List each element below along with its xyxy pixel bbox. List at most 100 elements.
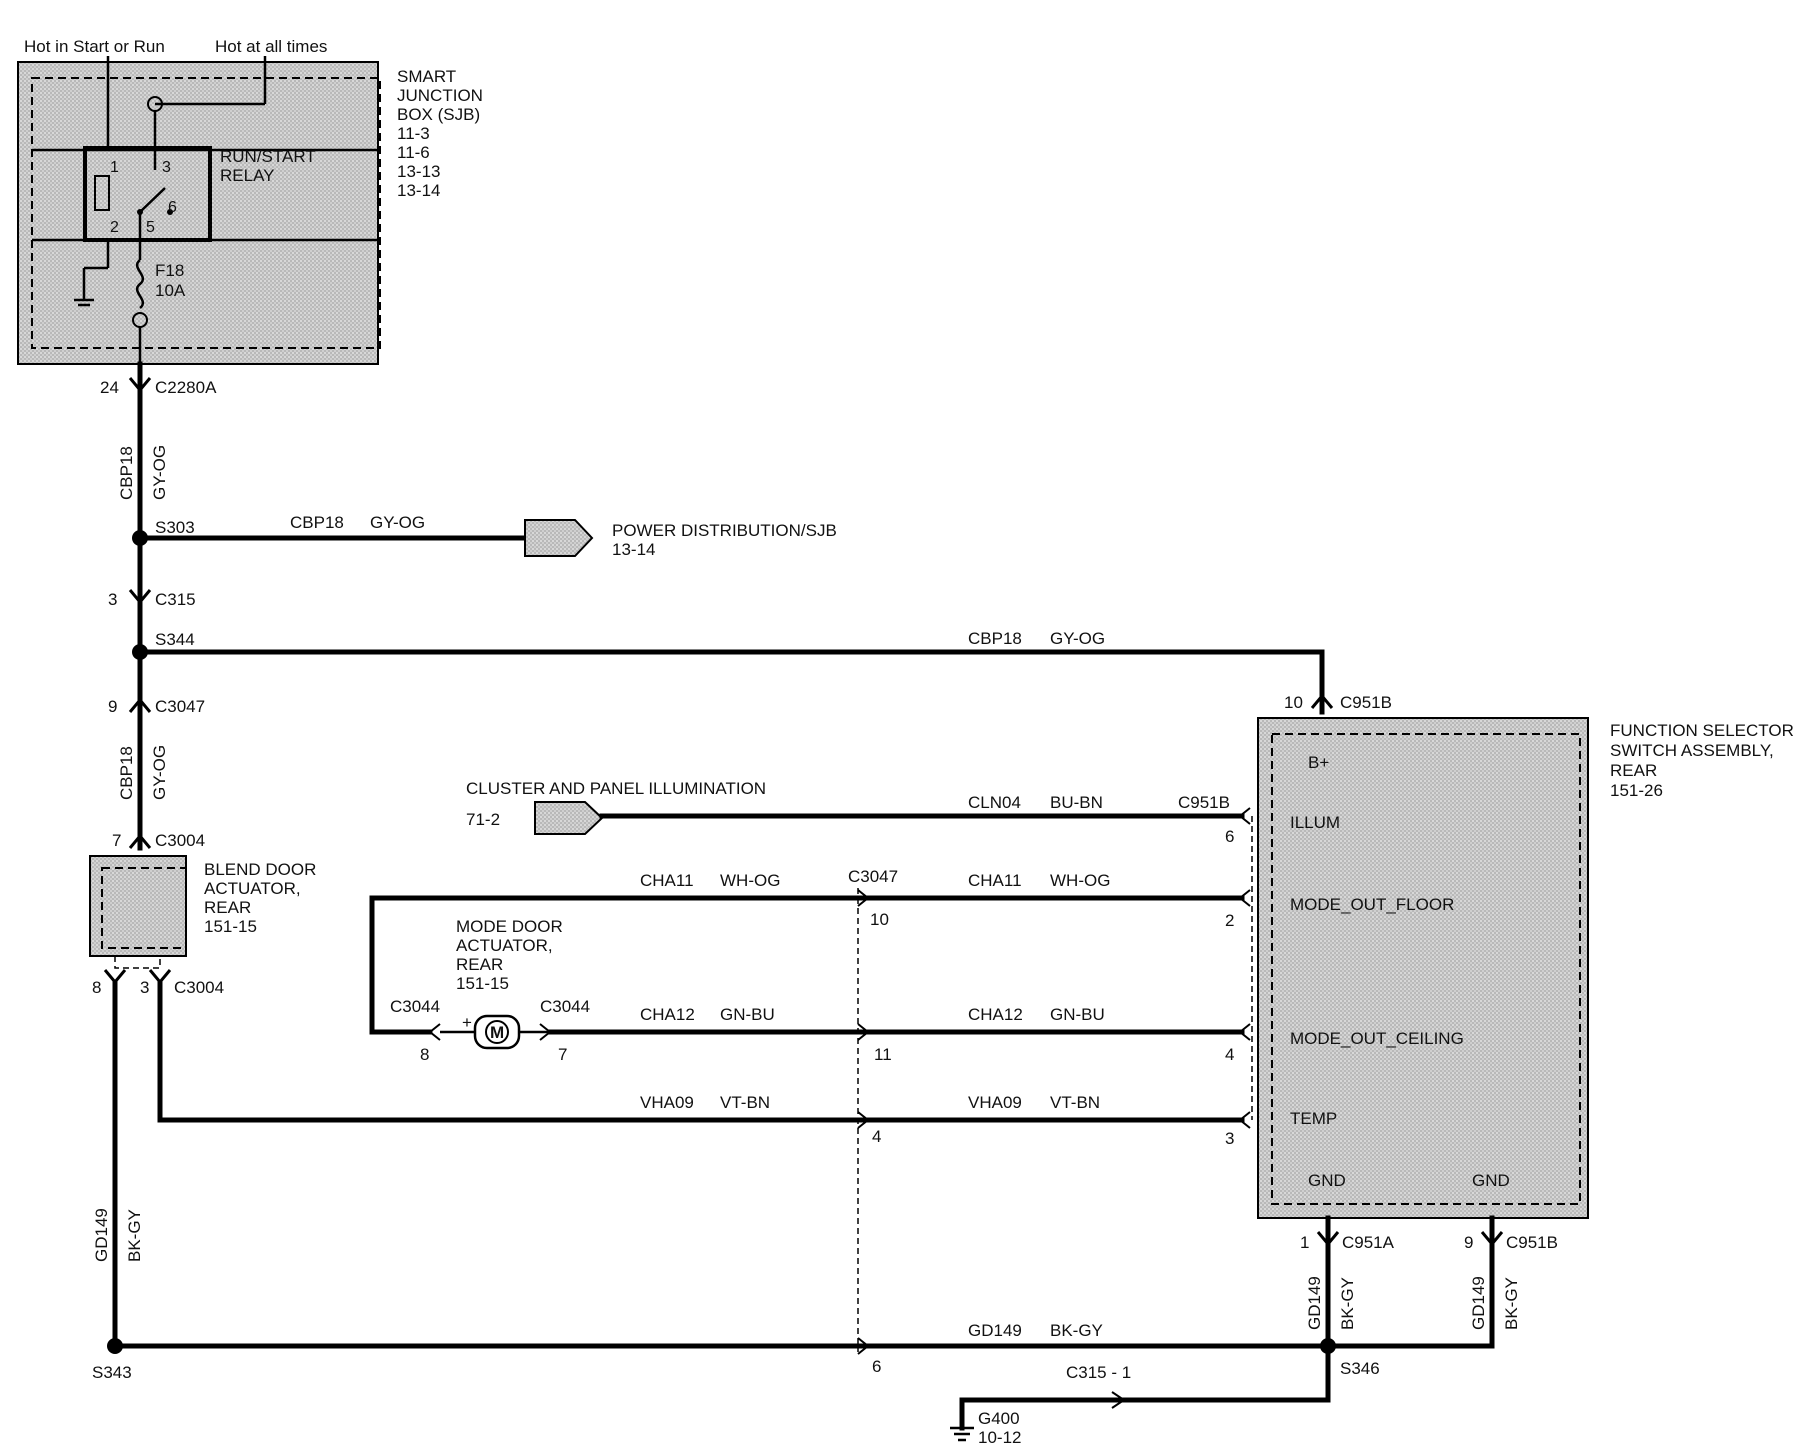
c3047-pin-11: 11 [874,1045,892,1064]
c3047-pin-6: 6 [872,1357,881,1376]
wire-cha11-left: CHA11 [640,871,694,890]
sjb-title-2: JUNCTION [397,86,483,105]
c2280a-name: C2280A [155,378,217,397]
wire-cbp18-vertical-1: CBP18 [117,446,136,500]
c3047-pin-10: 10 [870,910,889,929]
mode-door-label-4: 151-15 [456,974,509,993]
s344-label: S344 [155,630,195,649]
c951b-top-pin: 10 [1284,693,1303,712]
c3044-left-pin: 8 [420,1045,429,1064]
relay-pin-3: 3 [162,159,171,176]
wire-cha12-right: CHA12 [968,1005,1023,1024]
sjb-ref-3: 13-13 [397,162,440,181]
selector-illum: ILLUM [1290,813,1340,832]
c315-name: C315 [155,590,196,609]
wire-vt-bn-right: VT-BN [1050,1093,1100,1112]
selector-pin-4: 4 [1225,1045,1234,1064]
motor-symbol: M [490,1023,504,1042]
cluster-label: CLUSTER AND PANEL ILLUMINATION [466,779,766,798]
selector-temp: TEMP [1290,1109,1337,1128]
mode-door-label-1: MODE DOOR [456,917,563,936]
c951b-illum-name: C951B [1178,793,1230,812]
c3004-top-name: C3004 [155,831,205,850]
wire-gd149-sel-2: GD149 [1469,1276,1488,1330]
blend-door-label-1: BLEND DOOR [204,860,316,879]
mode-door-label-3: REAR [456,955,503,974]
c951b-top-name: C951B [1340,693,1392,712]
wire-bk-gy-sel-1: BK-GY [1338,1277,1357,1330]
c3004-bottom-pin-3: 3 [140,978,149,997]
c951b-bottom-pin: 9 [1464,1233,1473,1252]
wire-gd149-left: GD149 [92,1208,111,1262]
wire-cbp18-power: CBP18 [290,513,344,532]
selector-b-plus: B+ [1308,753,1329,772]
wire-gy-og-vertical-2: GY-OG [150,745,169,800]
c3047-top-pin: 9 [108,697,117,716]
wire-bk-gy-sel-2: BK-GY [1502,1277,1521,1330]
power-distribution-label: POWER DISTRIBUTION/SJB [612,521,837,540]
hot-start-run-label: Hot in Start or Run [24,37,165,56]
cluster-ref: 71-2 [466,810,500,829]
wire-wh-og-right: WH-OG [1050,871,1110,890]
wire-cbp18-s344: CBP18 [968,629,1022,648]
relay-pin-1: 1 [110,159,119,176]
selector-gnd-1: GND [1308,1171,1346,1190]
c951a-name: C951A [1342,1233,1395,1252]
cluster-connector [534,801,604,835]
mode-door-label-2: ACTUATOR, [456,936,553,955]
s343-label: S343 [92,1363,132,1382]
selector-label-3: REAR [1610,761,1657,780]
ground-g400: G400 [978,1409,1020,1428]
selector-label-1: FUNCTION SELECTOR [1610,721,1794,740]
blend-door-label-3: REAR [204,898,251,917]
c3004-bottom-name: C3004 [174,978,224,997]
c3044-left-name: C3044 [390,997,440,1016]
wire-bk-gy-left: BK-GY [125,1209,144,1262]
c2280a-pin: 24 [100,378,119,397]
blend-door-label-2: ACTUATOR, [204,879,301,898]
smart-junction-box: 1 2 3 5 6 RUN/START RELAY F18 10A [17,56,381,365]
wire-vha09-left: VHA09 [640,1093,694,1112]
selector-pin-2: 2 [1225,911,1234,930]
c951b-illum-pin: 6 [1225,827,1234,846]
power-distribution-connector [524,519,594,557]
wire-gy-og-power: GY-OG [370,513,425,532]
c3047-mid-name: C3047 [848,867,898,886]
sjb-ref-1: 11-3 [397,124,430,143]
c3047-top-name: C3047 [155,697,205,716]
sjb-ref-4: 13-14 [397,181,440,200]
wire-gy-og-s344: GY-OG [1050,629,1105,648]
function-selector-switch [1257,717,1589,1219]
c3044-right-name: C3044 [540,997,590,1016]
c3004-top-pin: 7 [112,831,121,850]
wire-gd149-bottom: GD149 [968,1321,1022,1340]
fuse-label-1: F18 [155,261,184,280]
wire-cha11-right: CHA11 [968,871,1022,890]
selector-gnd-2: GND [1472,1171,1510,1190]
c315-pin: 3 [108,590,117,609]
wire-cln04: CLN04 [968,793,1021,812]
s346-label: S346 [1340,1359,1380,1378]
motor-polarity: + [462,1013,472,1032]
wire-bk-gy-bottom: BK-GY [1050,1321,1103,1340]
c315-1-label: C315 - 1 [1066,1363,1131,1382]
sjb-title-3: BOX (SJB) [397,105,480,124]
wire-bu-bn: BU-BN [1050,793,1103,812]
relay-label-1: RUN/START [220,147,316,166]
c951a-pin: 1 [1300,1233,1309,1252]
selector-pin-3: 3 [1225,1129,1234,1148]
hot-all-times-label: Hot at all times [215,37,327,56]
wire-gy-og-vertical-1: GY-OG [150,445,169,500]
wire-gd149-sel-1: GD149 [1305,1276,1324,1330]
selector-mode-floor: MODE_OUT_FLOOR [1290,895,1454,914]
c951b-bottom-name: C951B [1506,1233,1558,1252]
relay-pin-6: 6 [168,199,177,216]
wire-cbp18-vertical-2: CBP18 [117,746,136,800]
wire-vha09-right: VHA09 [968,1093,1022,1112]
relay-pin-2: 2 [110,219,119,236]
c3044-right-pin: 7 [558,1045,567,1064]
blend-door-actuator [89,855,187,957]
power-distribution-ref: 13-14 [612,540,655,559]
wire-vt-bn-left: VT-BN [720,1093,770,1112]
selector-mode-ceiling: MODE_OUT_CEILING [1290,1029,1464,1048]
